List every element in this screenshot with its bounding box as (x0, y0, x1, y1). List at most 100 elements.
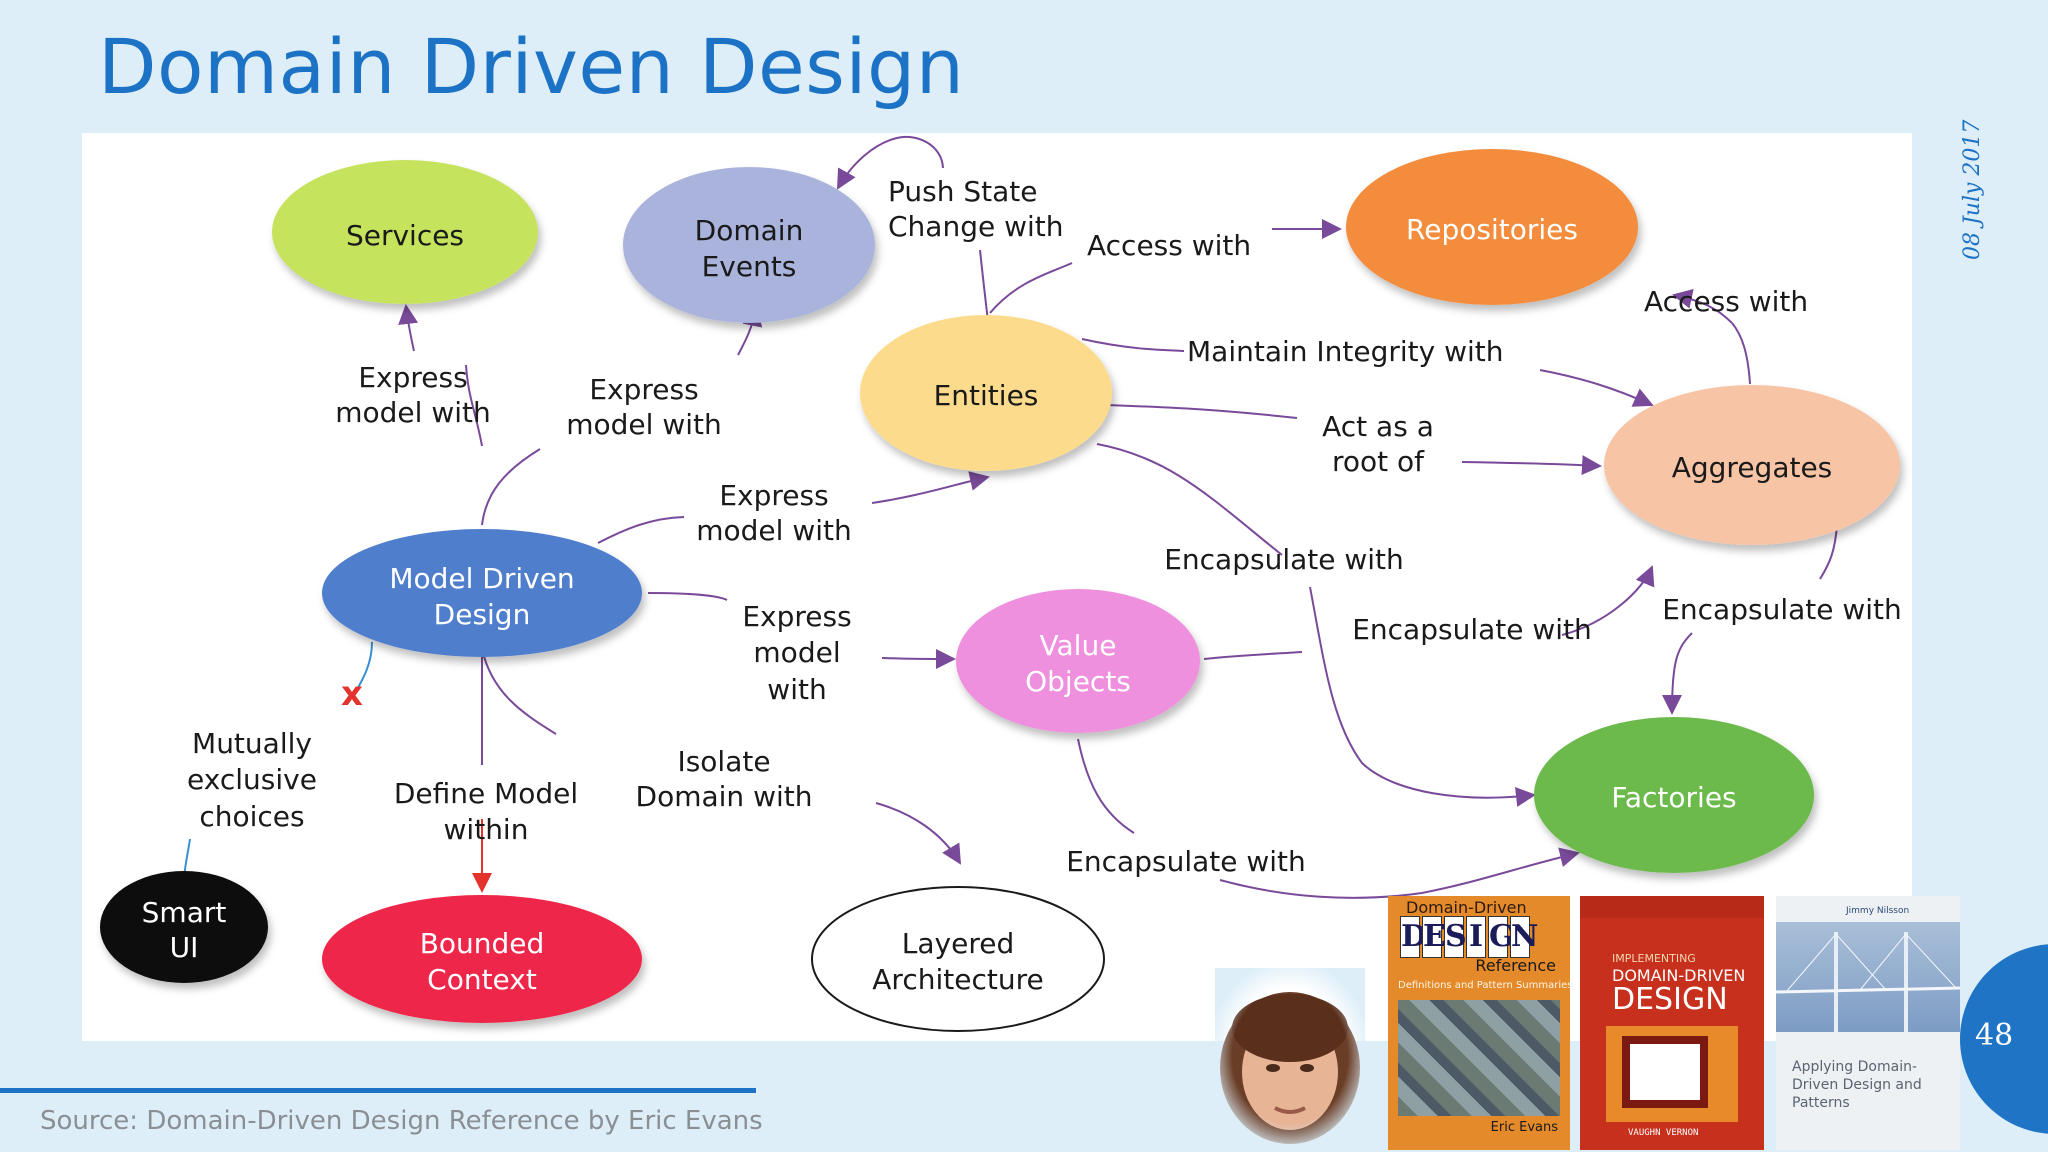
edge-maintain-integrity (1081, 338, 1185, 352)
book2-title-line1: DOMAIN-DRIVEN (1612, 966, 1746, 985)
node-model-driven-design: Model Driven Design (322, 529, 642, 657)
edge-entities-factories-1 (1096, 443, 1283, 556)
label-express-entities-2: model with (696, 514, 852, 547)
connectors (183, 135, 1838, 899)
slide-title: Domain Driven Design (98, 22, 965, 111)
edge-access-entities (989, 262, 1073, 314)
edge-value-aggregates-left (1203, 651, 1303, 660)
edge-express-services-head (398, 304, 419, 352)
author-portrait (1215, 968, 1365, 1144)
book1-cover-collage (1398, 1000, 1560, 1116)
label-express-value-2: model (753, 636, 840, 669)
svg-text:Architecture: Architecture (872, 963, 1043, 996)
edge-express-events-left (481, 448, 541, 526)
label-express-value-3: with (767, 673, 826, 706)
svg-text:Aggregates: Aggregates (1672, 451, 1833, 484)
book2-cover-art (1606, 1026, 1738, 1122)
edge-value-aggregates-head (1561, 565, 1655, 636)
book1-title-letters: D E S I G N (1400, 916, 1538, 958)
book1-author: Eric Evans (1490, 1120, 1558, 1135)
node-factories: Factories (1534, 717, 1814, 873)
svg-text:Factories: Factories (1611, 781, 1736, 814)
book1-subtitle: Reference (1475, 956, 1556, 975)
svg-text:Design: Design (434, 598, 531, 631)
label-access-entities: Access with (1087, 229, 1251, 262)
label-access-aggregates: Access with (1644, 285, 1808, 318)
label-express-events-2: model with (566, 408, 722, 441)
svg-text:Model Driven: Model Driven (389, 562, 574, 595)
svg-text:Domain: Domain (695, 214, 804, 247)
edge-labels: Push State Change with Access with Acces… (187, 175, 1902, 878)
edge-isolate-domain-left (481, 648, 557, 735)
edge-mutual-exclusive-top (351, 641, 373, 699)
svg-text:Smart: Smart (142, 896, 227, 929)
node-repositories: Repositories (1346, 149, 1638, 305)
edge-maintain-integrity-head (1539, 369, 1654, 407)
label-express-services-2: model with (335, 396, 491, 429)
page-number: 48 (1975, 1018, 2014, 1053)
book1-letter: I (1466, 916, 1486, 958)
svg-text:Events: Events (702, 250, 797, 283)
book2-title-line2: DESIGN (1612, 982, 1728, 1017)
label-express-services-1: Express (358, 361, 467, 394)
node-layered-architecture: Layered Architecture (811, 886, 1105, 1032)
edge-express-value-head (881, 648, 956, 669)
label-define-model-2: within (444, 813, 529, 846)
edge-act-root-head (1461, 455, 1602, 476)
svg-text:Objects: Objects (1025, 665, 1131, 698)
book1-letter: G (1488, 916, 1515, 958)
book1-letter: S (1444, 916, 1467, 958)
edge-aggregates-access-head (1672, 288, 1733, 324)
book-ddd-reference: Domain-Driven D E S I G N Reference Defi… (1388, 896, 1570, 1150)
node-value-objects: Value Objects (956, 589, 1200, 733)
label-isolate-2: Domain with (636, 780, 813, 813)
svg-text:Services: Services (346, 219, 464, 252)
portrait-image (1215, 968, 1365, 1144)
label-push-state-2: Change with (888, 210, 1064, 243)
label-act-root-1: Act as a (1322, 410, 1434, 443)
node-entities: Entities (860, 315, 1112, 471)
book3-author: Jimmy Nilsson (1846, 906, 1910, 916)
mutual-exclusion-mark: x (341, 674, 363, 714)
book2-header-band (1580, 896, 1764, 918)
book-applying-ddd: Jimmy Nilsson Applying Domain-Driven Des… (1776, 896, 1960, 1150)
edge-entities-factories-2 (1309, 586, 1536, 807)
label-maintain-integrity: Maintain Integrity with (1187, 335, 1504, 368)
book1-series: Domain-Driven (1406, 898, 1527, 917)
label-mutual-1: Mutually (192, 727, 312, 760)
svg-text:Value: Value (1040, 629, 1117, 662)
book2-kicker: IMPLEMENTING (1612, 952, 1696, 965)
label-define-model-1: Define Model (394, 777, 578, 810)
edge-aggregates-access (1731, 322, 1751, 385)
edge-act-root (1105, 404, 1298, 419)
bridge-icon (1776, 932, 1960, 1032)
svg-text:Context: Context (427, 963, 537, 996)
label-mutual-2: exclusive (187, 763, 317, 796)
edge-value-factories-bottom (1219, 847, 1580, 899)
label-encap-value-aggregates: Encapsulate with (1352, 613, 1592, 646)
edge-express-value-left (647, 592, 728, 601)
label-isolate-1: Isolate (677, 745, 770, 778)
book1-tagline: Definitions and Pattern Summaries (1398, 980, 1570, 991)
label-encap-entities-factories: Encapsulate with (1164, 543, 1404, 576)
book1-letter: D (1400, 916, 1427, 958)
edge-express-services (465, 364, 483, 447)
label-encap-value-factories: Encapsulate with (1066, 845, 1306, 878)
svg-text:UI: UI (170, 931, 199, 964)
svg-text:Repositories: Repositories (1406, 213, 1578, 246)
edge-aggregates-factories-head (1662, 632, 1693, 715)
edge-express-entities-head (871, 471, 990, 504)
edge-express-entities-left (597, 516, 685, 544)
label-express-value-1: Express (742, 600, 851, 633)
label-express-entities-1: Express (719, 479, 828, 512)
source-citation: Source: Domain-Driven Design Reference b… (40, 1106, 763, 1136)
svg-text:Bounded: Bounded (420, 927, 545, 960)
book-implementing-ddd: IMPLEMENTING DOMAIN-DRIVEN DESIGN VAUGHN… (1580, 896, 1764, 1150)
label-mutual-3: choices (199, 800, 304, 833)
ddd-diagram: Services Domain Events Entities Reposito… (100, 135, 1902, 1032)
edge-isolate-domain (875, 802, 962, 865)
slide-date: 08 July 2017 (1960, 120, 1985, 261)
book3-bridge-photo (1776, 922, 1960, 1032)
label-push-state-1: Push State (888, 175, 1038, 208)
label-act-root-2: root of (1332, 445, 1425, 478)
